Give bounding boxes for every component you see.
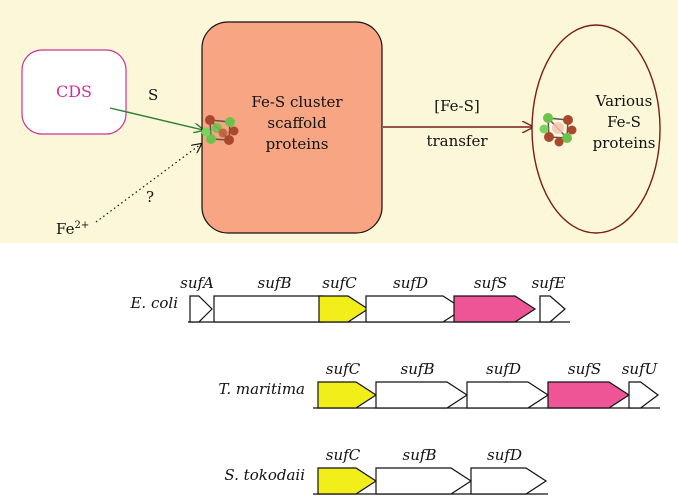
scaffold-label-3: proteins — [266, 135, 329, 153]
gene-arrow-sufC — [318, 295, 370, 323]
gene-label-sufC: sufC — [322, 274, 357, 292]
gene-label-sufD: sufD — [487, 446, 522, 464]
gene-arrow-sufA — [189, 295, 213, 323]
cds-label: CDS — [56, 82, 92, 101]
gene-arrow-sufB — [375, 467, 473, 495]
gene-arrow-sufB — [375, 381, 469, 409]
gene-label-sufC: sufC — [326, 446, 361, 464]
gene-arrow-sufS — [453, 295, 537, 323]
iron-label: Fe2+ — [56, 220, 89, 238]
transfer-bottom-label: transfer — [426, 132, 488, 150]
cds-box — [21, 49, 127, 135]
gene-label-sufB: sufB — [401, 360, 435, 378]
gene-label-sufU: sufU — [622, 360, 659, 378]
gene-label-sufD: sufD — [393, 274, 428, 292]
gene-label-sufC: sufC — [326, 360, 361, 378]
organism-label: E. coli — [129, 294, 178, 312]
iron-arrow — [95, 144, 201, 223]
transfer-top-label: [Fe-S] — [434, 97, 480, 115]
sulfur-label: S — [148, 86, 158, 104]
target-label-2: Fe-S — [607, 113, 641, 131]
organism-label: S. tokodaii — [224, 466, 305, 484]
gene-arrow-sufE — [539, 295, 566, 323]
gene-arrow-sufS — [547, 381, 631, 409]
gene-label-sufA: sufA — [180, 274, 214, 292]
gene-label-sufS: sufS — [474, 274, 507, 292]
gene-arrow-sufD — [466, 381, 550, 409]
gene-arrow-sufD — [470, 467, 548, 495]
scaffold-label-1: Fe-S cluster — [251, 93, 343, 111]
gene-label-sufS: sufS — [568, 360, 601, 378]
gene-arrow-sufC — [317, 467, 378, 495]
organism-label: T. maritima — [219, 380, 305, 398]
target-ellipse — [531, 24, 661, 234]
scaffold-box — [201, 21, 383, 234]
sulfur-arrow — [109, 107, 203, 130]
target-label-3: proteins — [593, 134, 656, 152]
gene-arrow-sufC — [317, 381, 378, 409]
target-label-1: Various — [595, 92, 653, 110]
gene-arrow-sufU — [628, 381, 660, 409]
unknown-label: ? — [146, 188, 154, 206]
gene-label-sufB: sufB — [403, 446, 437, 464]
fes-cluster-icon-target — [539, 113, 577, 147]
gene-label-sufB: sufB — [258, 274, 292, 292]
gene-label-sufE: sufE — [532, 274, 566, 292]
fes-cluster-icon — [201, 115, 239, 145]
gene-arrow-sufD — [365, 295, 465, 323]
gene-label-sufD: sufD — [486, 360, 521, 378]
scaffold-label-2: scaffold — [267, 114, 327, 132]
